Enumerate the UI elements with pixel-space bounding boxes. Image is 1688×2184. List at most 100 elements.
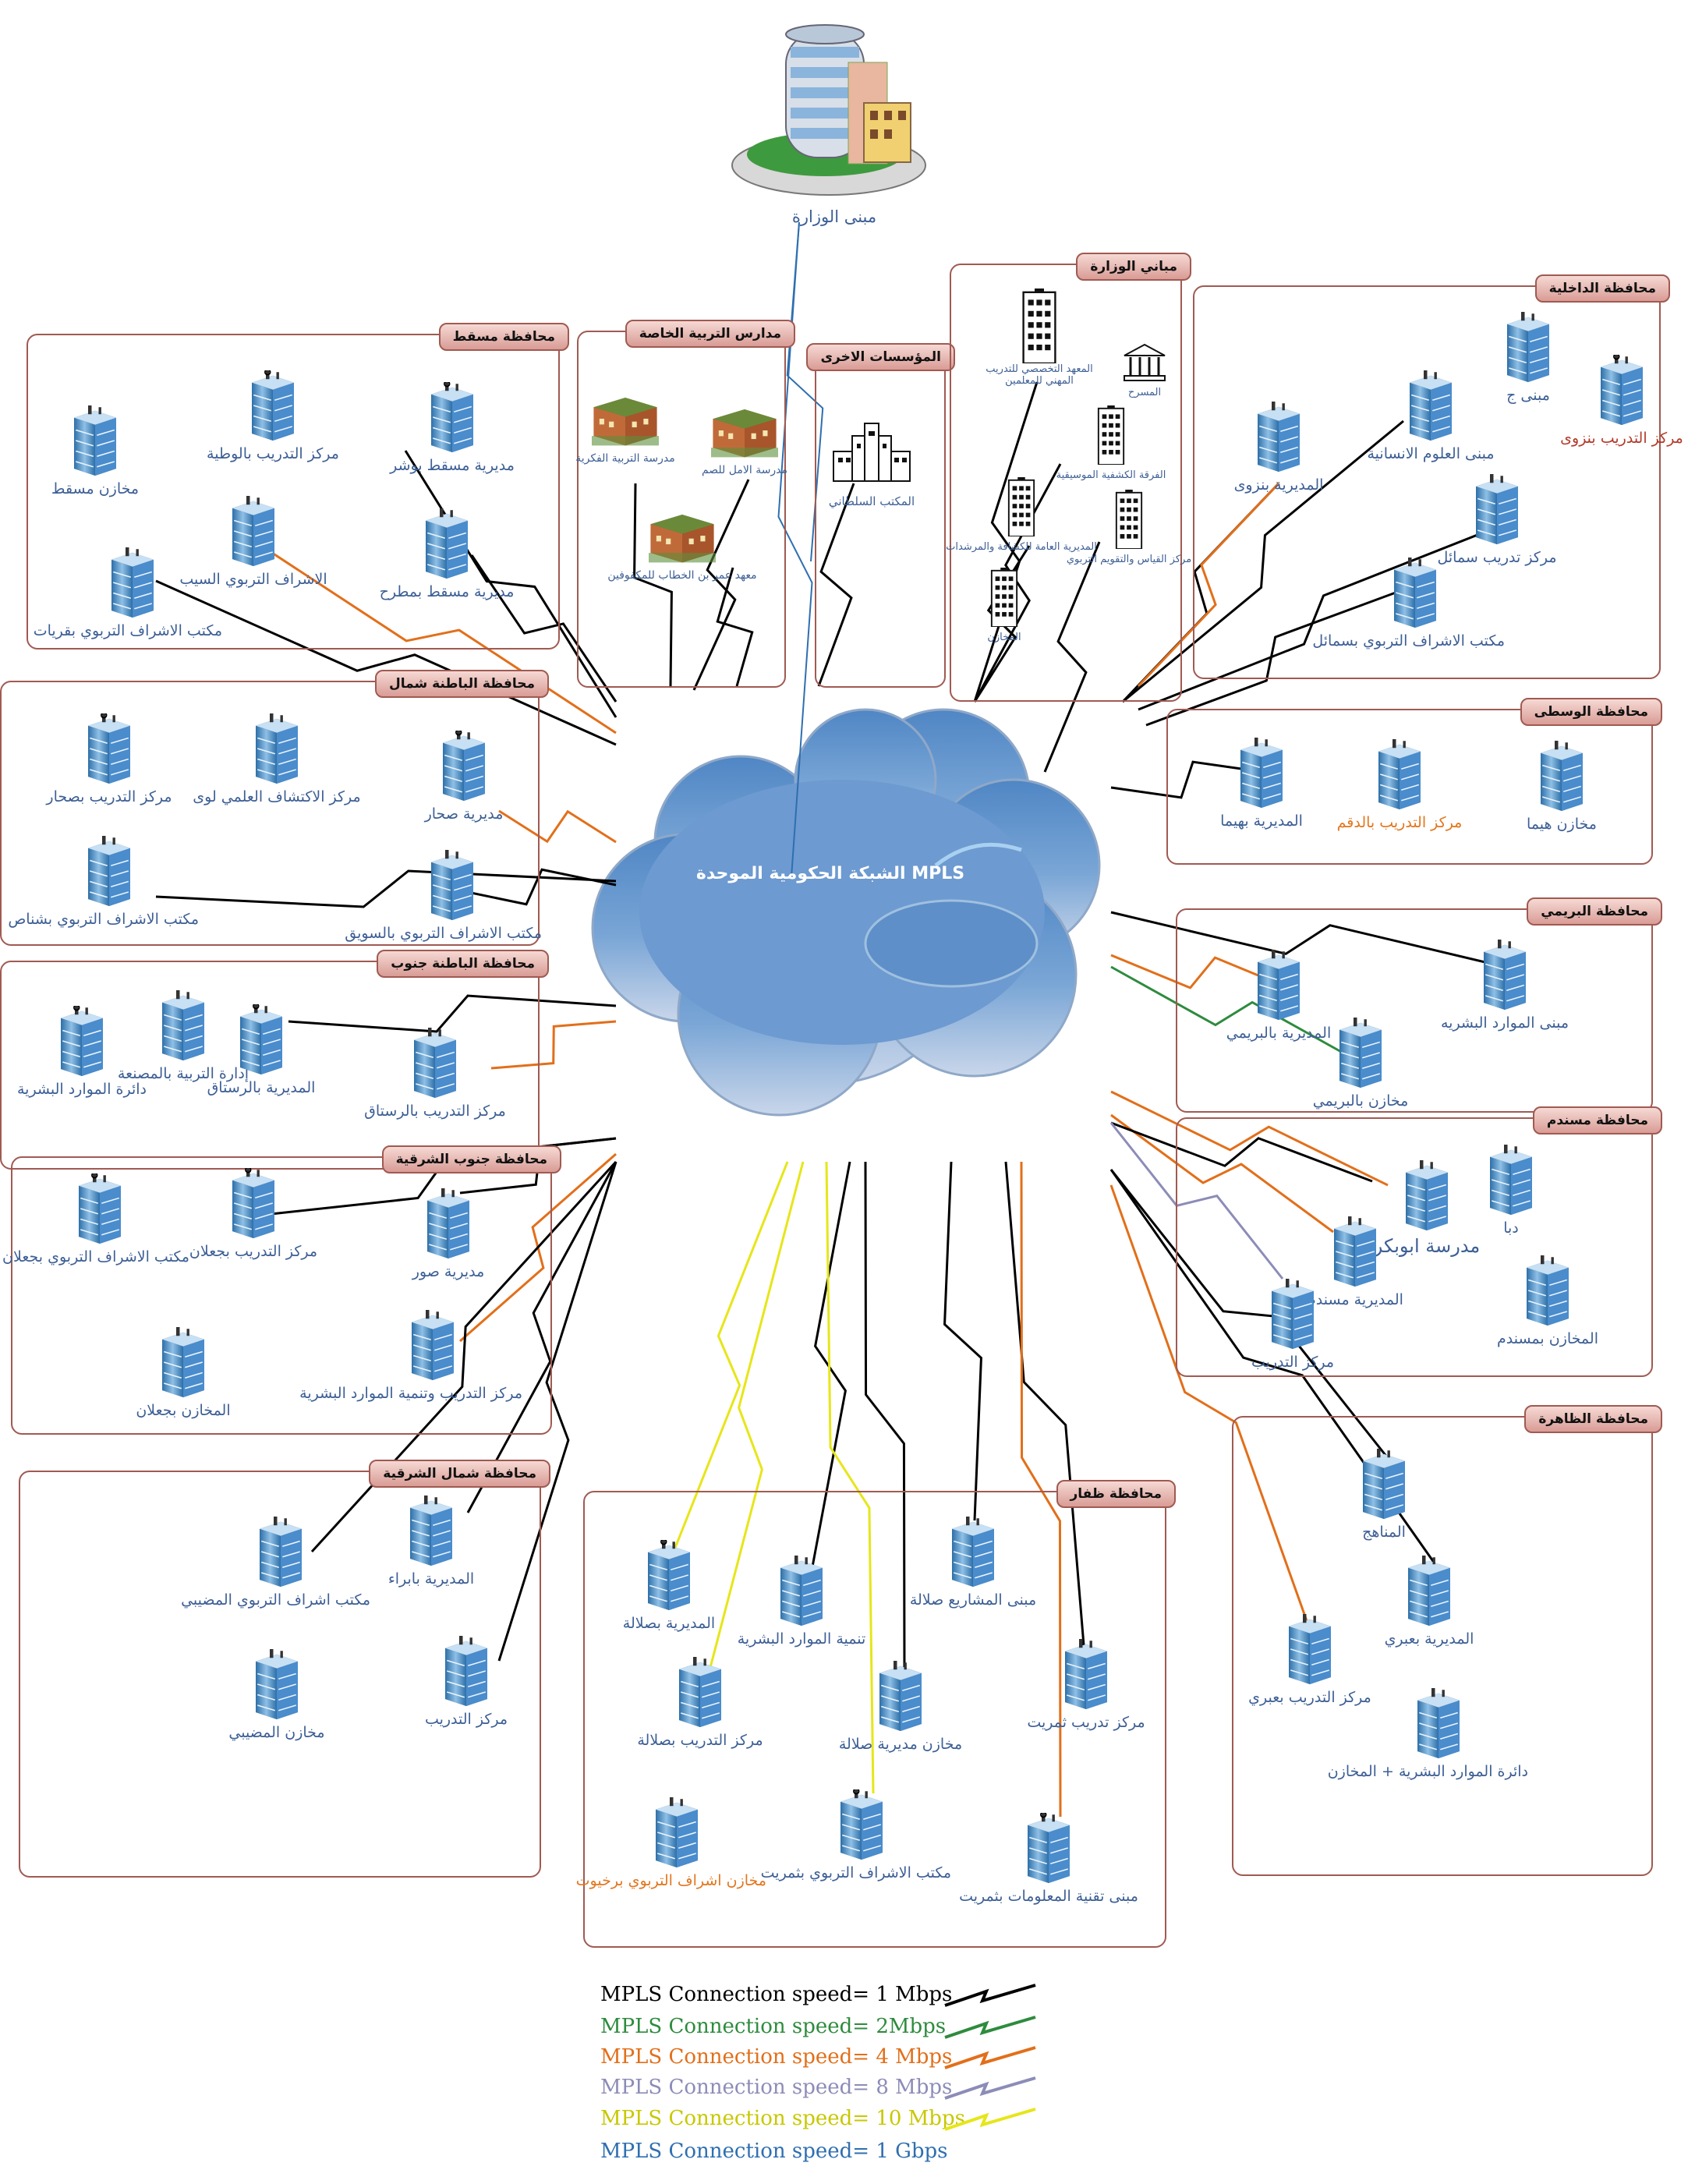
region-title: محافظة الوسطى [1520, 698, 1662, 726]
mpls-link [786, 221, 824, 562]
node-mudhaibi-stores: مخازن المضيبي [187, 1649, 366, 1741]
node-amal-school: مدرسة الامل للصم [655, 402, 834, 476]
node-hr-batinah-south: دائرة الموارد البشرية [0, 1006, 172, 1098]
mpls-link [1110, 954, 1295, 992]
building-icon [250, 713, 303, 784]
school-icon [711, 402, 778, 459]
building-icon [83, 836, 136, 906]
mpls-link [490, 1020, 617, 1070]
region-title: المؤسسات الاخرى [806, 343, 955, 371]
node-dibba: دبا [1421, 1145, 1601, 1237]
building-icon [1521, 1255, 1574, 1326]
node-rustaq-directorate: المديرية بالرستاق [172, 1004, 351, 1096]
node-hr-development: تنمية الموارد البشرية [712, 1556, 891, 1648]
node-watania-training: مركز التدريب بالوطية [183, 370, 363, 462]
building-icon [1252, 950, 1305, 1020]
building-icon [1060, 1639, 1113, 1709]
building-icon [250, 1649, 303, 1719]
building-icon [650, 1797, 703, 1867]
mpls-link [155, 579, 617, 746]
mpls-link [497, 1161, 618, 1662]
building-icon [1412, 1688, 1465, 1758]
node-salalah-stores: مخازن مديرية صلالة [811, 1661, 990, 1753]
building-icon [227, 496, 280, 566]
mpls-link [498, 809, 617, 844]
node-sur-directorate: مديرية صور [359, 1188, 538, 1280]
node-buraimi-hr: مبنى الموارد البشريه [1415, 940, 1594, 1032]
mpls-link [1137, 482, 1280, 688]
legend-bolt-10mbps [944, 2108, 1036, 2131]
mpls-link [777, 221, 813, 878]
region-title: محافظة الباطنة شمال [374, 670, 549, 698]
legend-item-4mbps: MPLS Connection speed= 4 Mbps [600, 2045, 953, 2069]
building-icon [1334, 1018, 1387, 1088]
building-icon [775, 1556, 828, 1626]
building-icon [157, 1327, 210, 1397]
mpls-link [669, 1161, 789, 1560]
building-icon [1252, 402, 1305, 472]
building-icon [422, 1188, 475, 1258]
mpls-cloud-title: MPLS الشبكة الحكومية الموحدة [695, 864, 965, 883]
building-icon [1266, 1279, 1319, 1349]
legend-item-2mbps: MPLS Connection speed= 2Mbps [600, 2015, 947, 2038]
building-icon [406, 1310, 459, 1380]
building-icon [426, 850, 479, 920]
legend-item-10mbps: MPLS Connection speed= 10 Mbps [600, 2107, 965, 2130]
mpls-link [943, 1161, 982, 1521]
building-icon [1235, 738, 1288, 808]
region-title: محافظة الداخلية [1534, 274, 1670, 303]
building-icon [874, 1661, 927, 1731]
region-title: محافظة البريمي [1527, 897, 1662, 926]
building-icon [1470, 474, 1523, 544]
tower-icon [985, 568, 1024, 627]
mpls-link [288, 994, 617, 1033]
mpls-link [1004, 1161, 1085, 1646]
node-rustaq-training: مركز التدريب بالرستاق [345, 1028, 525, 1120]
region-title: محافظة الباطنة جنوب [377, 950, 549, 978]
region-title: محافظة جنوب الشرقية [381, 1145, 561, 1173]
mpls-link [716, 567, 754, 687]
node-qurayyat-office: مكتب الاشراف التربوي بقريات [34, 547, 222, 639]
building-icon [1373, 739, 1426, 809]
mpls-link [1122, 419, 1404, 703]
node-duqm-training: مركز التدريب بالدقم [1310, 739, 1489, 831]
node-sharqiya-north-training: مركز التدريب [377, 1636, 556, 1728]
building-antenna-icon [437, 731, 490, 801]
node-shinas-office: مكتب الاشراف التربوي بشناص [8, 836, 199, 928]
hq-building-icon [731, 24, 926, 196]
node-theatre: المسرح [1055, 343, 1234, 398]
building-icon [1478, 940, 1531, 1010]
mpls-link [817, 483, 855, 687]
building-icon [409, 1028, 462, 1098]
node-musanaa-education: إدارة التربية بالمصنعة [94, 990, 273, 1082]
node-evaluation-center: مركز القياس والتقويم التربوي [1039, 490, 1219, 565]
tower-icon [1092, 405, 1131, 465]
legend-bolt-2mbps [944, 2016, 1036, 2039]
mpls-link [1109, 1169, 1389, 1459]
node-sohar-directorate: مديرية صحار [374, 731, 554, 823]
node-humanities-building: مبنى العلوم الانسانية [1341, 370, 1520, 462]
node-mudhaibi-office: مكتب اشراف التربوي المضيبي [181, 1517, 370, 1609]
node-rakhyut-stores: مخازن اشراف التربوي برخيوت [576, 1797, 766, 1889]
building-icon [440, 1636, 493, 1706]
building-antenna-icon [1595, 355, 1648, 425]
legend-item-1gbps: MPLS Connection speed= 1 Gbps [600, 2140, 948, 2163]
building-antenna-icon [642, 1540, 695, 1610]
region-dhahira: محافظة الظاهرة [1232, 1405, 1662, 1876]
node-jalan-stores: المخازن بجعلان [94, 1327, 273, 1419]
node-building-j: مبنى ج [1439, 312, 1618, 404]
mpls-link [696, 1161, 805, 1716]
building-icon [1535, 741, 1588, 811]
mpls-link [451, 868, 617, 906]
building-icon [674, 1657, 727, 1727]
region-title: محافظة مسندم [1532, 1106, 1662, 1134]
region-buraimi: محافظة البريمي [1176, 897, 1662, 1113]
mpls-link [692, 479, 750, 691]
mpls-link [633, 483, 673, 687]
node-suwaiq-office: مكتب الاشراف التربوي بالسويق [345, 850, 542, 942]
node-ministry-stores: المخازن [915, 568, 1094, 643]
mpls-link [1145, 591, 1396, 727]
region-dakhiliya: محافظة الداخلية [1193, 274, 1670, 679]
mpls-link [1109, 1184, 1311, 1630]
